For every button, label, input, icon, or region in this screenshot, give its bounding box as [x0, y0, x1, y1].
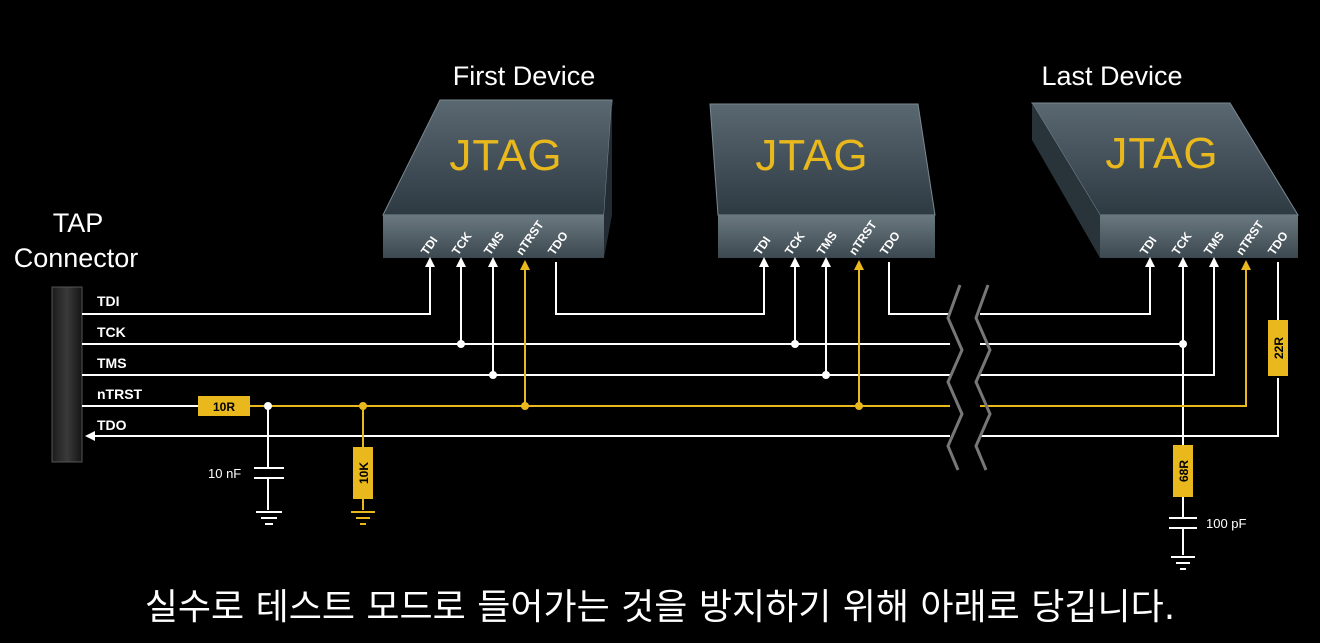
resistor-10r: 10R	[198, 396, 250, 416]
capacitor-10nf: 10 nF	[208, 406, 284, 525]
tap-title-line2: Connector	[14, 243, 139, 273]
resistor-10r-label: 10R	[213, 400, 235, 414]
resistor-68r: 68R	[1173, 445, 1193, 497]
capacitor-100pf: 100 pF	[1169, 497, 1247, 570]
resistor-22r-label: 22R	[1272, 337, 1286, 359]
resistor-10k-label: 10K	[357, 462, 371, 484]
capacitor-10nf-label: 10 nF	[208, 466, 241, 481]
signal-label-tdo: TDO	[97, 417, 127, 433]
last-device-title: Last Device	[1041, 61, 1182, 91]
wire-tms	[82, 257, 1219, 379]
wire-tck	[82, 257, 1188, 445]
signal-label-tms: TMS	[97, 355, 127, 371]
signal-label-tck: TCK	[97, 324, 126, 340]
chain-break-mark	[946, 284, 992, 471]
jtag-chip-first: JTAG	[382, 99, 613, 258]
signal-labels: TDI TCK TMS nTRST TDO	[97, 293, 143, 433]
signal-label-ntrst: nTRST	[97, 386, 143, 402]
resistor-22r: 22R	[1268, 320, 1288, 376]
signal-label-tdi: TDI	[97, 293, 120, 309]
tap-connector	[51, 286, 83, 463]
wire-ntrst	[82, 260, 1251, 410]
jtag-chip-last: JTAG	[1031, 102, 1299, 258]
chip-label-last: JTAG	[1105, 129, 1218, 178]
jtag-chip-middle: JTAG	[709, 103, 936, 258]
first-device-title: First Device	[453, 61, 596, 91]
wire-tdo	[85, 262, 1279, 441]
chip-label-first: JTAG	[449, 131, 562, 180]
chip-label-middle: JTAG	[755, 131, 868, 180]
jtag-chain-diagram: First Device Last Device TAP Connector J…	[14, 61, 1299, 570]
resistor-68r-label: 68R	[1177, 460, 1191, 482]
wire-tdi	[82, 257, 1155, 315]
tap-title-line1: TAP	[53, 208, 104, 238]
resistor-10k: 10K	[351, 406, 375, 525]
capacitor-100pf-label: 100 pF	[1206, 516, 1247, 531]
subtitle-caption: 실수로 테스트 모드로 들어가는 것을 방지하기 위해 아래로 당깁니다.	[144, 587, 1176, 628]
